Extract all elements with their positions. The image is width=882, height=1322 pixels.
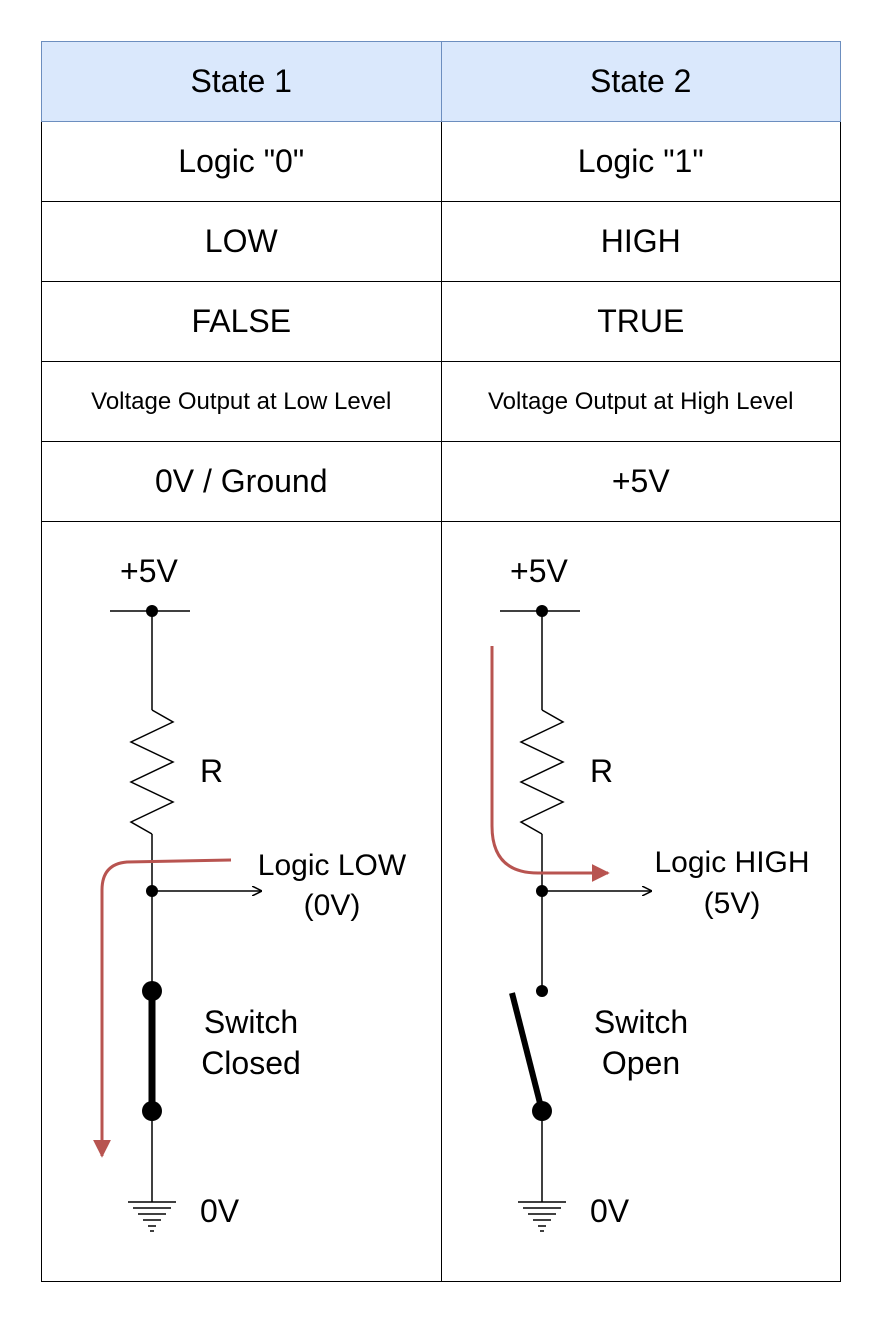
output-label-line2: (0V) xyxy=(304,889,361,922)
boolean-state-2: TRUE xyxy=(440,281,841,362)
switch-label-line1: Switch xyxy=(204,1004,298,1040)
level-state-1: LOW xyxy=(41,201,442,282)
resistor-symbol xyxy=(518,709,565,835)
voltage-description-state-2: Voltage Output at High Level xyxy=(440,361,841,442)
table-row: LOW HIGH xyxy=(41,201,841,282)
header-state-1: State 1 xyxy=(41,41,442,122)
ground-symbol xyxy=(517,1201,566,1232)
output-label-line2: (5V) xyxy=(703,887,760,920)
switch-label-line1: Switch xyxy=(593,1004,687,1040)
circuit-row: +5V R Logic LOW (0V) Switch Closed xyxy=(41,521,841,1282)
voltage-value-state-1: 0V / Ground xyxy=(41,441,442,522)
logic-states-table: State 1 State 2 Logic "0" Logic "1" LOW … xyxy=(41,41,841,1282)
table-row: 0V / Ground +5V xyxy=(41,441,841,522)
circuit-cell-state-2: +5V R Logic HIGH (5V) Switch Open xyxy=(440,521,841,1282)
current-flow-arrow xyxy=(93,858,232,1158)
circuit-diagram-state-1: +5V R Logic LOW (0V) Switch Closed xyxy=(93,553,407,1232)
resistor-label: R xyxy=(590,753,613,789)
table-row: FALSE TRUE xyxy=(41,281,841,362)
table-row: Logic "0" Logic "1" xyxy=(41,121,841,202)
ground-label: 0V xyxy=(200,1193,240,1229)
ground-label: 0V xyxy=(590,1193,630,1229)
output-label-line1: Logic LOW xyxy=(258,849,407,882)
resistor-symbol xyxy=(129,709,175,835)
logic-value-state-2: Logic "1" xyxy=(440,121,841,202)
boolean-state-1: FALSE xyxy=(41,281,442,362)
switch-open-blade xyxy=(508,992,545,1112)
circuit-cell-state-1: +5V R Logic LOW (0V) Switch Closed xyxy=(41,521,442,1282)
switch-label-line2: Open xyxy=(601,1045,679,1081)
current-flow-arrow xyxy=(490,646,610,882)
voltage-value-state-2: +5V xyxy=(440,441,841,522)
output-label-line1: Logic HIGH xyxy=(654,846,809,879)
voltage-description-state-1: Voltage Output at Low Level xyxy=(41,361,442,442)
supply-label: +5V xyxy=(120,553,178,589)
level-state-2: HIGH xyxy=(440,201,841,282)
circuit-diagram-state-2: +5V R Logic HIGH (5V) Switch Open xyxy=(490,553,809,1232)
switch-terminal-top xyxy=(535,985,548,997)
supply-label: +5V xyxy=(510,553,568,589)
table-row: Voltage Output at Low Level Voltage Outp… xyxy=(41,361,841,442)
logic-value-state-1: Logic "0" xyxy=(41,121,442,202)
resistor-label: R xyxy=(200,753,223,789)
header-row: State 1 State 2 xyxy=(41,41,841,122)
switch-label-line2: Closed xyxy=(201,1045,301,1081)
ground-symbol xyxy=(128,1201,176,1232)
header-state-2: State 2 xyxy=(440,41,841,122)
